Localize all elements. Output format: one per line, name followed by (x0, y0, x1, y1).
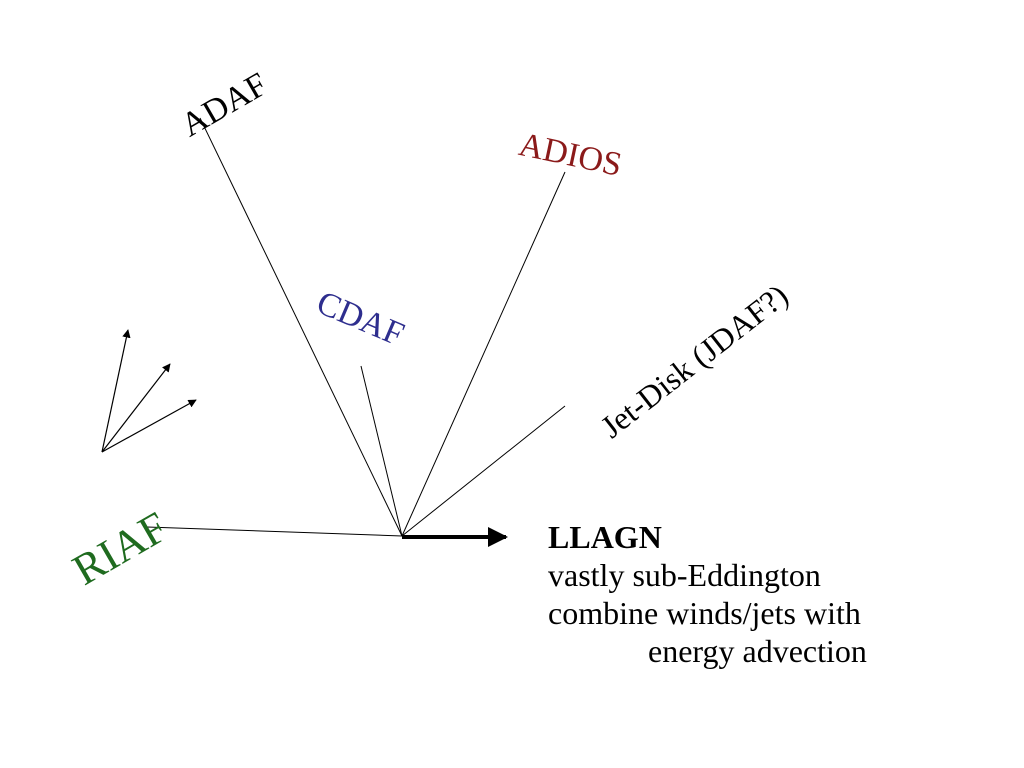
adaf-line (199, 117, 403, 537)
llagn-description: LLAGN vastly sub-Eddington combine winds… (548, 518, 867, 670)
riaf-line (146, 526, 403, 537)
description-line-3: combine winds/jets with (548, 595, 861, 631)
riaf-arrow-3 (101, 399, 197, 453)
description-line-2: vastly sub-Eddington (548, 557, 821, 593)
llagn-title: LLAGN (548, 519, 662, 555)
description-line-4: energy advection (648, 633, 867, 669)
cdaf-line (360, 365, 403, 537)
riaf-arrow-2 (101, 363, 171, 453)
riaf-arrow-1 (101, 329, 131, 453)
jet-disk-line (401, 405, 566, 537)
adios-line (401, 171, 566, 537)
